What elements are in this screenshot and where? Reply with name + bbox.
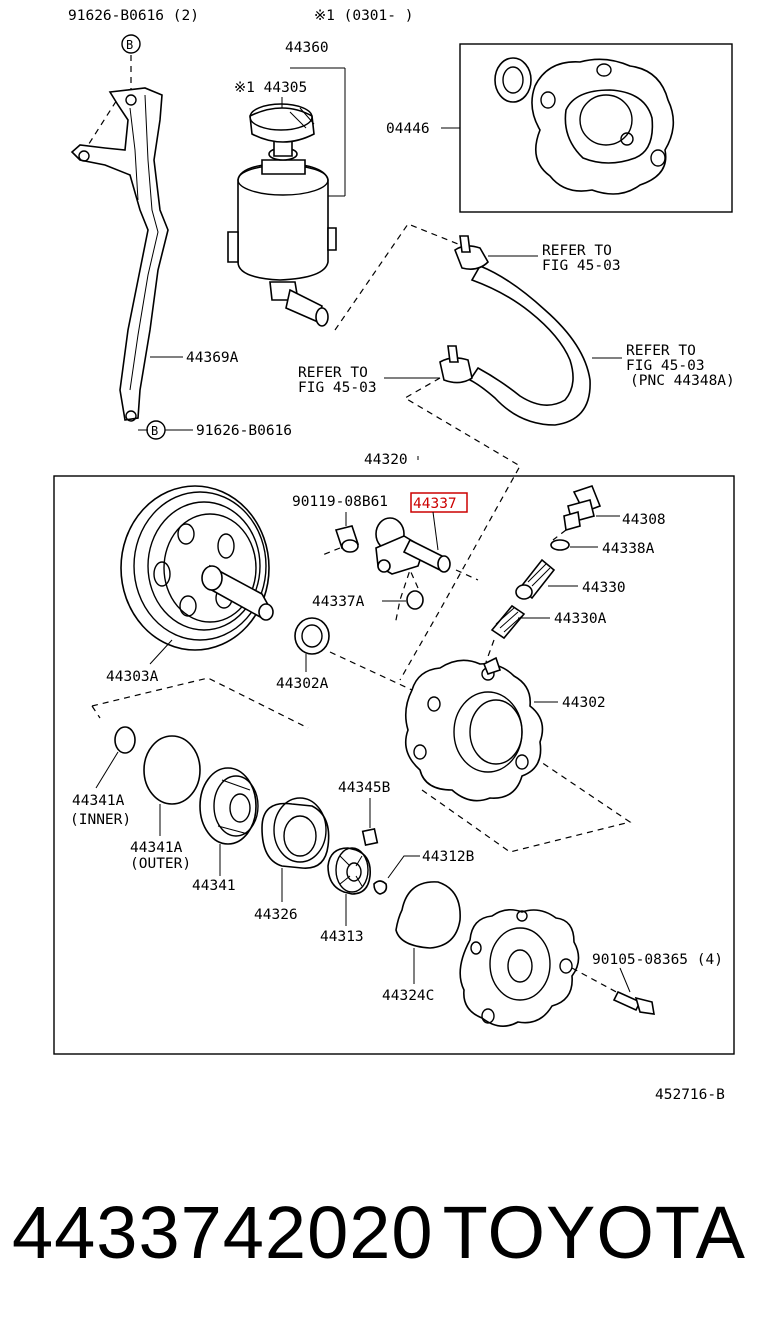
union-fitting-44337 [375, 517, 451, 575]
marker-b-bottom: B [151, 424, 158, 438]
label-04446: 04446 [386, 121, 430, 137]
side-plate-44341 [199, 767, 259, 845]
brand-caption: TOYOTA [442, 1191, 746, 1274]
label-44320: 44320 [364, 452, 408, 468]
label-refer-b2: FIG 45-03 [626, 358, 705, 374]
pump-housing-44302 [404, 656, 544, 802]
label-90105-08365: 90105-08365 (4) [592, 952, 723, 968]
figure-number: 452716-B [655, 1087, 725, 1100]
label-44345b: 44345B [338, 780, 391, 796]
label-44360: 44360 [285, 40, 329, 56]
rear-housing [459, 908, 580, 1027]
label-44305: ※1 44305 [234, 80, 307, 96]
snap-ring-44312b [373, 880, 388, 895]
label-44324c: 44324C [382, 988, 434, 1004]
o-ring-outer-44341a [143, 735, 201, 805]
part-number-caption: 4433742020 [12, 1191, 434, 1274]
label-44341a-inner: 44341A [72, 793, 125, 809]
label-refer-c: REFER TO [298, 365, 368, 381]
label-refer-b: REFER TO [626, 343, 696, 359]
label-outer: (OUTER) [130, 856, 191, 872]
o-ring-inner-44341a [114, 726, 136, 754]
union-bolt [334, 525, 360, 553]
spring-44330a [490, 604, 526, 640]
label-90119-08b61: 90119-08B61 [292, 494, 388, 510]
label-44308: 44308 [622, 512, 666, 528]
pressure-sensor-44308 [563, 485, 602, 532]
label-refer-c2: FIG 45-03 [298, 380, 377, 396]
label-44313: 44313 [320, 929, 364, 945]
vane-44345b [361, 827, 379, 847]
marker-b-top: B [126, 38, 133, 52]
label-44341a-outer: 44341A [130, 840, 183, 856]
label-refer-a2: FIG 45-03 [542, 258, 621, 274]
label-44369a: 44369A [186, 350, 239, 366]
label-91626-b0616: 91626-B0616 [196, 423, 292, 439]
bolt-90105-08365 [612, 990, 655, 1015]
parts-diagram: B B 91626-B0616 (2) 44369A 91626-B0616 ※… [53, 8, 735, 1100]
rotor-44313 [327, 847, 372, 895]
label-44338a: 44338A [602, 541, 655, 557]
label-refer-b3: (PNC 44348A) [630, 373, 735, 389]
note-1: ※1 (0301- ) [314, 8, 413, 24]
pulley-44303a [120, 485, 274, 651]
o-ring-44337a [406, 590, 424, 610]
o-ring-44338a [550, 539, 570, 551]
pump-assembly-box [53, 475, 735, 1055]
label-44302: 44302 [562, 695, 606, 711]
label-44330: 44330 [582, 580, 626, 596]
oil-seal-44302a [294, 617, 330, 655]
label-44337a: 44337A [312, 594, 365, 610]
label-refer-a: REFER TO [542, 243, 612, 259]
label-91626-b0616-2: 91626-B0616 (2) [68, 8, 199, 24]
gasket-kit-parts [494, 57, 675, 195]
label-44337-highlight: 44337 [413, 496, 457, 512]
flow-control-valve-44330 [515, 558, 556, 600]
bracket-44369a: B B [70, 34, 193, 440]
label-44312b: 44312B [422, 849, 475, 865]
label-44341: 44341 [192, 878, 236, 894]
label-44330a: 44330A [554, 611, 607, 627]
label-inner: (INNER) [70, 812, 131, 828]
cam-ring-44326 [261, 797, 330, 869]
label-44303a: 44303A [106, 669, 159, 685]
return-hose [439, 235, 591, 426]
reservoir-44360 [227, 103, 337, 327]
label-44326: 44326 [254, 907, 298, 923]
gasket-44324c [395, 881, 461, 949]
label-44302a: 44302A [276, 676, 329, 692]
highlight-box-44337 [410, 492, 468, 513]
